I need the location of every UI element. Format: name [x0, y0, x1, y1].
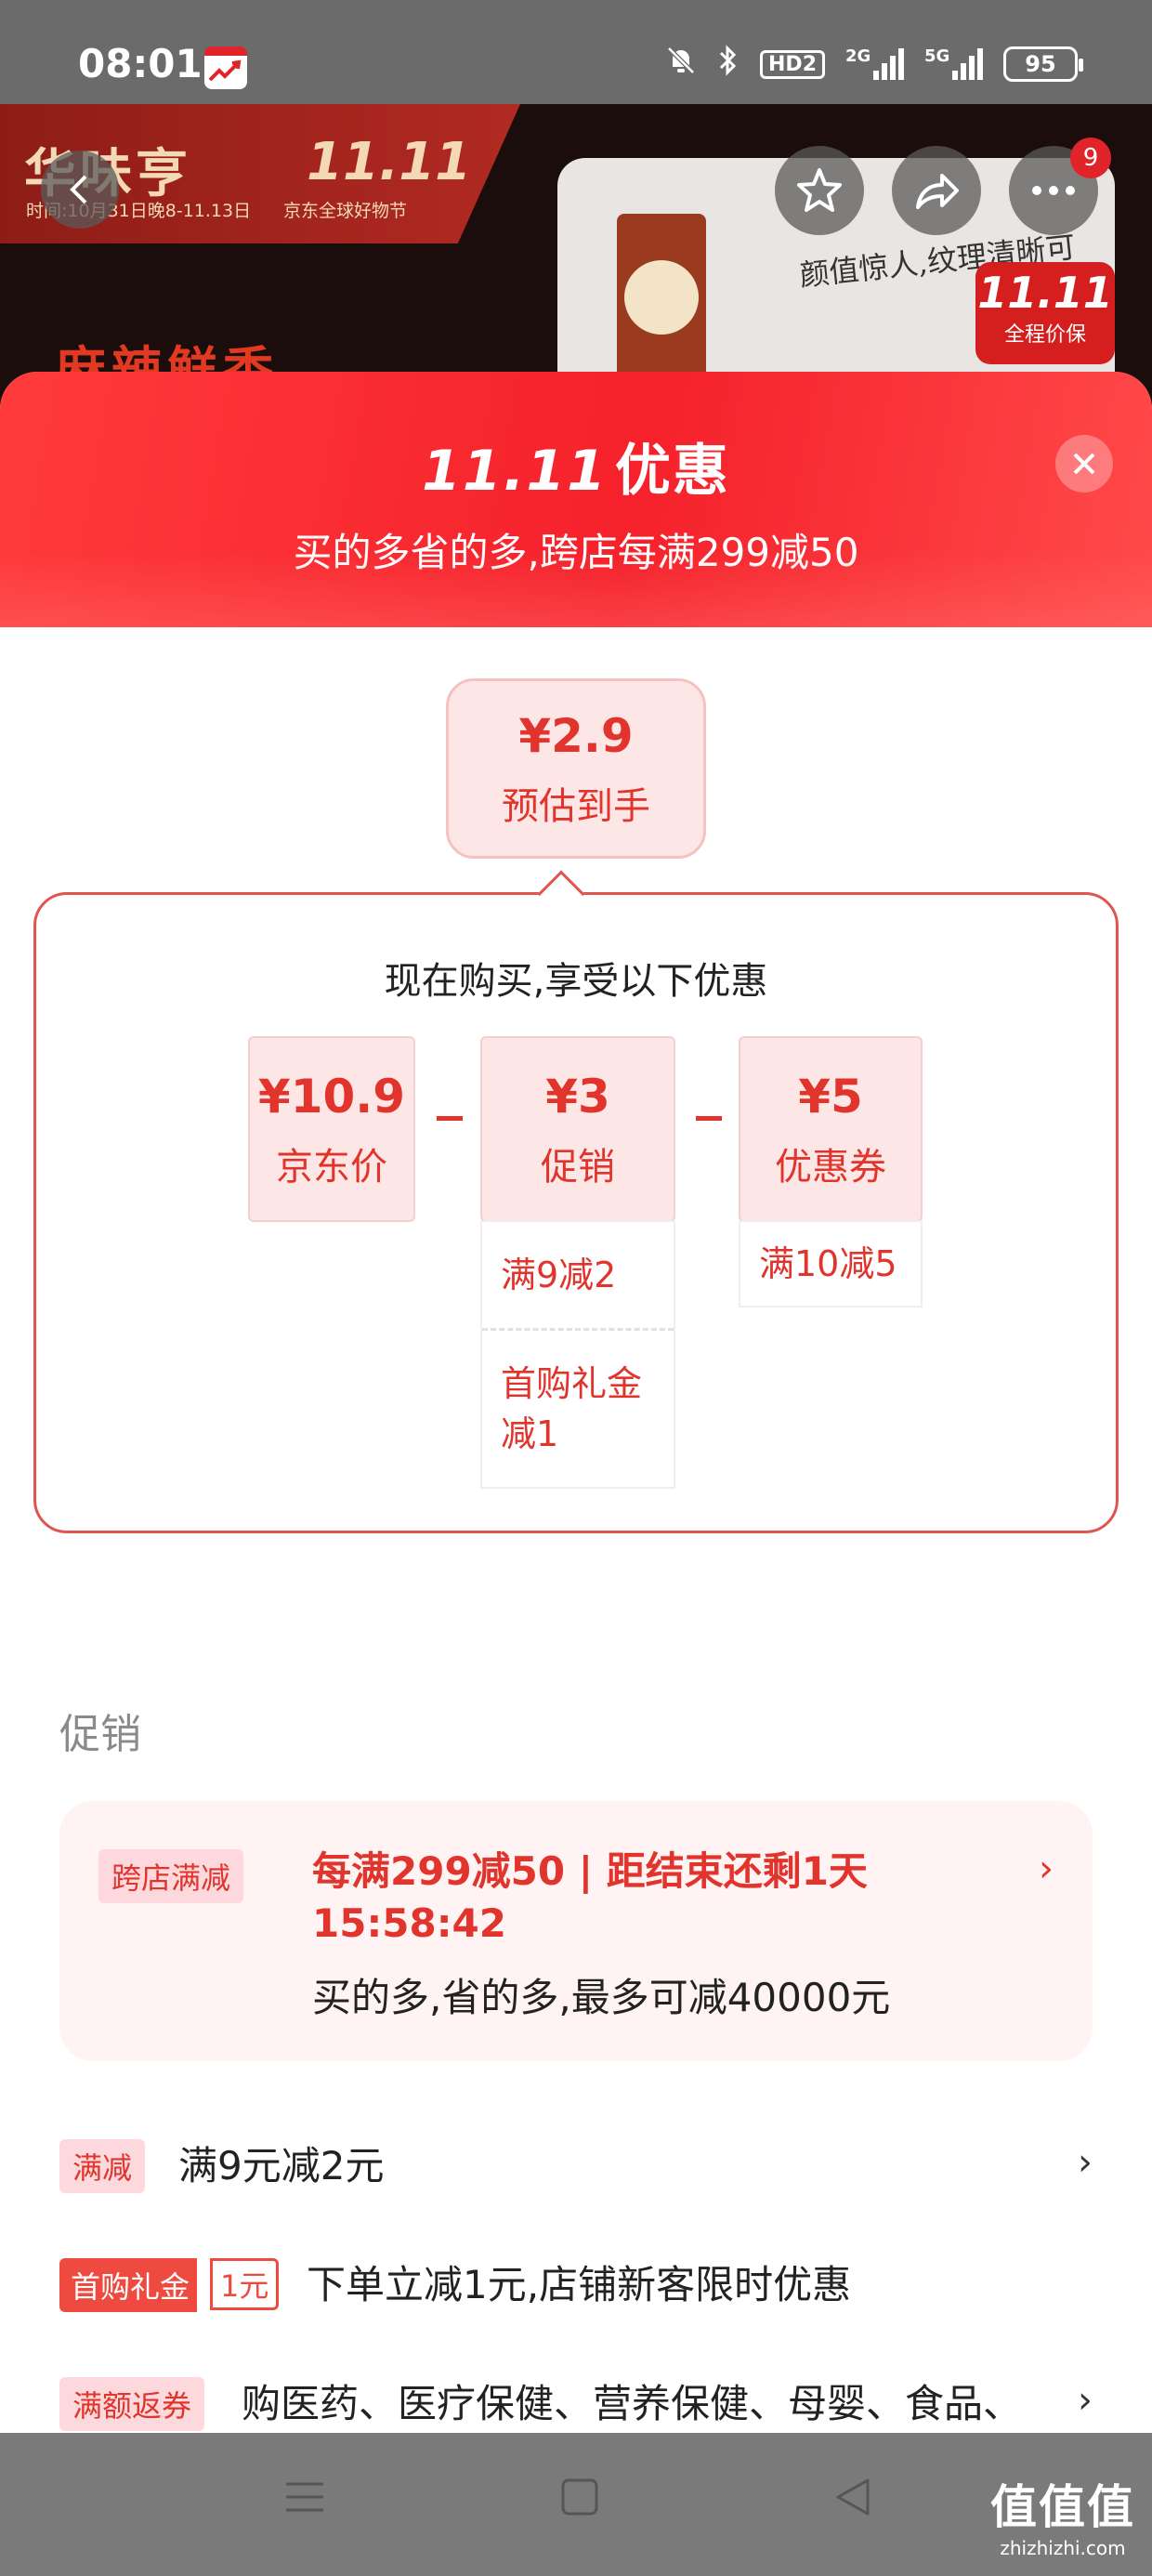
- minus-sign: [437, 1116, 463, 1121]
- coupon-detail-list: 满10减5: [739, 1220, 923, 1308]
- estimated-price: ¥2.9: [518, 709, 634, 763]
- favorite-button[interactable]: [775, 146, 864, 235]
- more-dots-icon: [1032, 186, 1075, 195]
- estimated-price-label: 预估到手: [502, 785, 650, 828]
- return-coupon-text: 购医药、医疗保健、营养保健、母婴、食品、个护等部分自营商品满1元返优惠券: [242, 2381, 1023, 2426]
- status-icons: HD2 2G 5G 95: [665, 45, 1083, 84]
- return-coupon-promotion[interactable]: 满额返券 购医药、医疗保健、营养保健、母婴、食品、个护等部分自营商品满1元返优惠…: [59, 2375, 1093, 2435]
- breakdown-title: 现在购买,享受以下优惠: [384, 960, 768, 1003]
- first-purchase-amount: 1元: [210, 2258, 280, 2310]
- full-reduce-tag: 满减: [59, 2139, 146, 2193]
- chevron-right-icon: ›: [1078, 2141, 1093, 2184]
- full-reduce-text: 满9元减2元: [178, 2143, 385, 2188]
- list-item: 满10减5: [759, 1243, 897, 1284]
- home-button[interactable]: [557, 2475, 602, 2523]
- status-time: 08:01: [78, 41, 203, 86]
- first-purchase-text: 下单立减1元,店铺新客限时优惠: [307, 2262, 852, 2307]
- chevron-right-icon: ›: [1078, 2379, 1093, 2422]
- list-item: 首购礼金减1: [482, 1328, 674, 1487]
- system-nav-bar: 值值值 zhizhizhi.com: [0, 2433, 1152, 2576]
- event-logo: 11.11: [422, 439, 608, 504]
- product-banner: 华味亨 11.11 时间:10月31日晚8-11.13日 京东全球好物节 颜值惊…: [0, 104, 1152, 401]
- minus-sign: [696, 1116, 722, 1121]
- estimated-price-box: ¥2.9 预估到手: [446, 678, 706, 859]
- product-package: [617, 214, 706, 401]
- signal-5g-icon: 5G: [924, 46, 983, 80]
- status-bar: 08:01 HD2 2G 5G 95: [0, 0, 1152, 104]
- coupon-box: ¥5 优惠券: [739, 1036, 923, 1222]
- cross-store-desc: 买的多,省的多,最多可减40000元: [312, 1975, 891, 2020]
- full-reduce-promotion[interactable]: 满减 满9元减2元 ›: [59, 2137, 1093, 2202]
- promotion-detail-list: 满9减2 首购礼金减1: [480, 1220, 675, 1489]
- signal-2g-icon: 2G: [845, 46, 904, 80]
- menu-icon: [286, 2482, 323, 2512]
- close-icon: [1073, 453, 1095, 475]
- first-purchase-tag: 首购礼金: [59, 2258, 198, 2312]
- back-triangle-icon: [836, 2478, 870, 2516]
- back-nav-button[interactable]: [831, 2475, 875, 2523]
- jd-price-box: ¥10.9 京东价: [248, 1036, 415, 1222]
- battery-icon: 95: [1003, 46, 1083, 82]
- hd-voice-badge: HD2: [760, 49, 825, 79]
- close-button[interactable]: [1055, 435, 1113, 493]
- back-button[interactable]: [41, 151, 119, 229]
- chevron-right-icon: ›: [1039, 1847, 1054, 1890]
- cross-store-rule: 每满299减50 | 距结束还剩1天15:58:42: [312, 1848, 868, 1946]
- promotion-section-title: 促销: [59, 1711, 141, 1758]
- message-count-badge: 9: [1070, 138, 1111, 178]
- chevron-left-icon: [70, 175, 87, 204]
- mute-bell-icon: [665, 45, 697, 84]
- return-coupon-tag: 满额返券: [59, 2377, 205, 2431]
- discount-breakdown: 现在购买,享受以下优惠 ¥10.9 京东价 ¥3 促销 满9减2 首购礼金减1 …: [33, 892, 1119, 1533]
- cross-store-promotion[interactable]: 跨店满减 每满299减50 | 距结束还剩1天15:58:42 买的多,省的多,…: [59, 1801, 1093, 2061]
- home-square-icon: [561, 2478, 598, 2516]
- promotion-box: ¥3 促销: [480, 1036, 675, 1222]
- sheet-subtitle: 买的多省的多,跨店每满299减50: [293, 530, 859, 575]
- share-button[interactable]: [892, 146, 981, 235]
- first-purchase-promotion: 首购礼金 1元 下单立减1元,店铺新客限时优惠: [59, 2256, 1093, 2321]
- banner-event-logo: 11.11: [307, 132, 472, 192]
- list-item: 满9减2: [501, 1255, 617, 1295]
- menu-button[interactable]: [282, 2475, 327, 2523]
- share-icon: [916, 174, 959, 209]
- stock-app-icon: [204, 46, 247, 89]
- price-protect-badge: 11.11 全程价保: [975, 262, 1115, 364]
- bluetooth-icon: [717, 45, 740, 84]
- cross-store-tag: 跨店满减: [98, 1849, 244, 1903]
- star-icon: [797, 168, 842, 212]
- banner-festival: 京东全球好物节: [283, 201, 408, 221]
- site-watermark: 值值值 zhizhizhi.com: [990, 2480, 1135, 2559]
